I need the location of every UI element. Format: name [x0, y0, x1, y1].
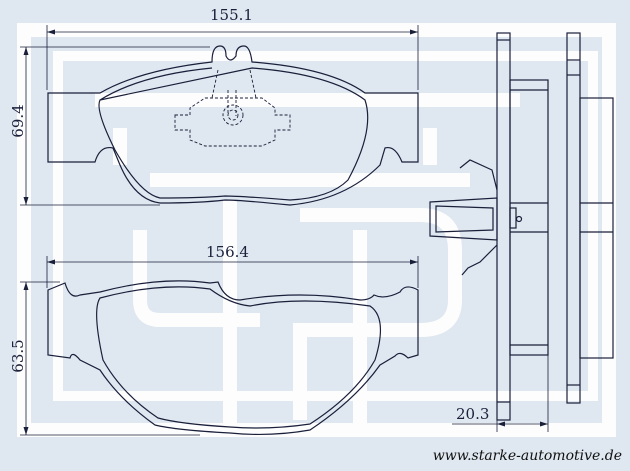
dimension-lines — [20, 25, 549, 436]
top-pad-height-label: 69.4 — [9, 104, 27, 138]
sensor-outline-dashed — [174, 69, 291, 147]
bottom-pad-width-label: 156.4 — [206, 243, 249, 261]
bottom-pad-height-label: 63.5 — [9, 339, 27, 373]
bottom-brake-pad — [47, 280, 419, 436]
side-view-plain — [566, 32, 614, 404]
watermark-logo — [17, 23, 616, 437]
thickness-label: 20.3 — [456, 405, 490, 423]
top-brake-pad — [47, 45, 419, 206]
side-view-with-sensor — [429, 32, 549, 421]
website-url: www.starke-automotive.de — [432, 448, 622, 464]
top-pad-width-label: 155.1 — [210, 6, 253, 24]
